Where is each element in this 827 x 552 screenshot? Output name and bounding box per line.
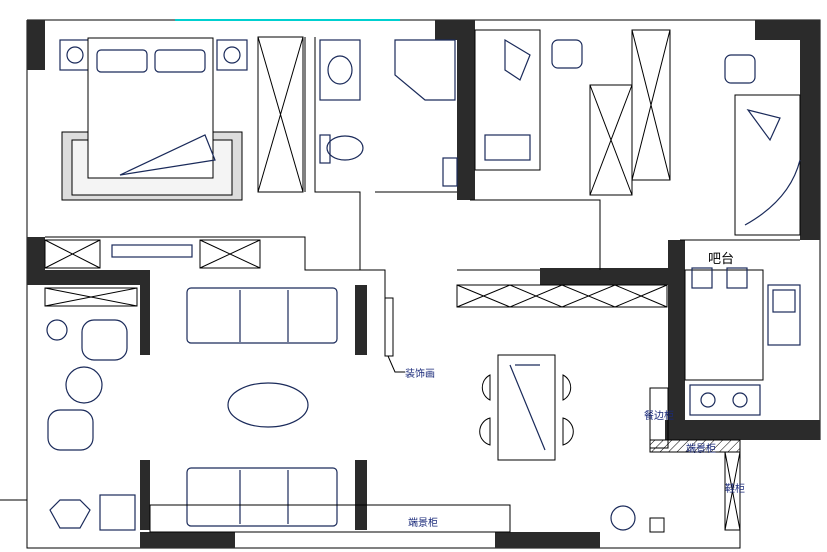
dining-table (479, 354, 574, 461)
outer-walls (0, 19, 821, 549)
bar-counter-label: 吧台 (708, 252, 734, 267)
console-cabinet-bottom-label: 端景柜 (408, 516, 438, 529)
living-room: 装饰画 端景柜 (46, 287, 665, 533)
sideboard-label: 餐边柜 (644, 409, 674, 422)
decorative-painting-label: 装饰画 (405, 367, 435, 380)
shoe-cabinet-label: 鞋柜 (725, 482, 745, 495)
bathroom-fixtures (319, 39, 458, 187)
single-bed (474, 29, 801, 236)
wardrobes (44, 29, 671, 308)
console-cabinet-right-label: 端景柜 (686, 442, 716, 455)
kitchen: 吧台 (649, 252, 801, 531)
interior-walls (45, 37, 800, 355)
double-bed (59, 37, 248, 201)
